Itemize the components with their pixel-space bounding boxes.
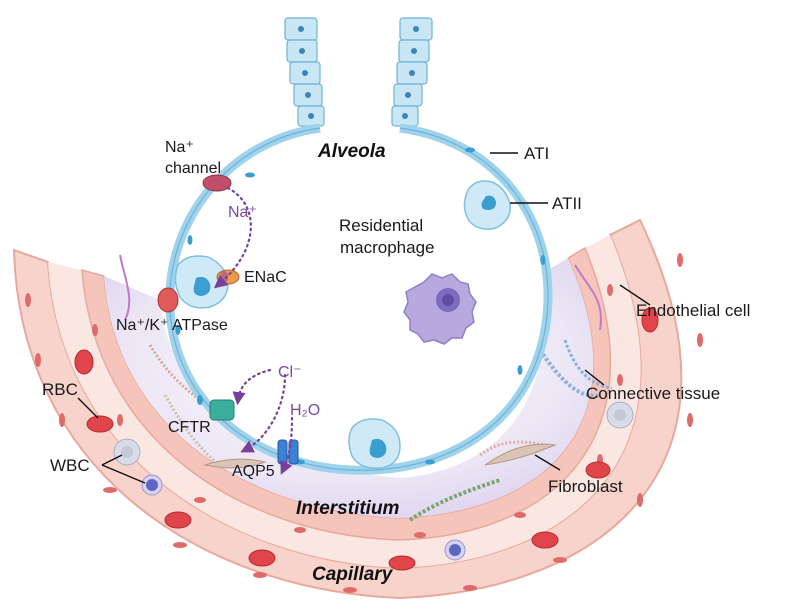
airway-epithelium xyxy=(284,17,433,127)
atii-cells xyxy=(174,180,511,469)
connective-leader xyxy=(584,369,605,386)
label-rbc: RBC xyxy=(42,380,78,399)
label-wbc: WBC xyxy=(50,456,90,475)
label-macrophage: macrophage xyxy=(340,238,435,257)
wbc-leader-2 xyxy=(101,464,146,484)
label-atii: ATII xyxy=(552,194,582,213)
label-aqp5: AQP5 xyxy=(232,463,275,480)
na-k-atpase xyxy=(157,287,179,313)
rbc-cells xyxy=(74,307,659,571)
label-h2o: H₂O xyxy=(290,402,320,419)
wbc-cells xyxy=(113,401,634,561)
wbc-leader-1 xyxy=(101,454,123,466)
label-cl-ion: Cl⁻ xyxy=(278,364,302,381)
fibroblasts xyxy=(203,443,557,469)
residential-macrophage xyxy=(403,273,477,345)
aqp5-channel xyxy=(277,439,299,465)
label-connective-tissue: Connective tissue xyxy=(586,384,720,403)
alveolus xyxy=(165,123,553,475)
cl-flux-arrow-2 xyxy=(240,373,287,453)
label-residential: Residential xyxy=(339,216,423,235)
cl-flux-arrow xyxy=(232,368,272,406)
label-na-channel-1: Na⁺ xyxy=(165,139,194,156)
na-flux-arrow xyxy=(213,186,252,289)
label-alveola: Alveola xyxy=(317,141,386,162)
h2o-flux-arrow xyxy=(280,416,294,475)
label-enac: ENaC xyxy=(244,269,287,286)
label-fibroblast: Fibroblast xyxy=(548,477,623,496)
label-endothelial-cell: Endothelial cell xyxy=(636,301,750,320)
interstitium xyxy=(104,258,594,518)
rbc-leader xyxy=(77,397,99,419)
endothelial-leader xyxy=(619,284,651,306)
cftr-channel xyxy=(209,399,235,421)
label-na-ion: Na⁺ xyxy=(228,204,257,221)
label-na-k-atpase: Na⁺/K⁺ ATPase xyxy=(116,317,228,334)
label-ati: ATI xyxy=(524,144,549,163)
fibroblast-leader xyxy=(534,454,561,471)
na-channel xyxy=(202,174,232,192)
connective-tissue xyxy=(119,254,613,522)
label-interstitium: Interstitium xyxy=(296,498,400,519)
enac-channel xyxy=(216,269,240,285)
label-cftr: CFTR xyxy=(168,419,211,436)
label-capillary: Capillary xyxy=(312,564,394,585)
label-na-channel-2: channel xyxy=(165,160,221,177)
